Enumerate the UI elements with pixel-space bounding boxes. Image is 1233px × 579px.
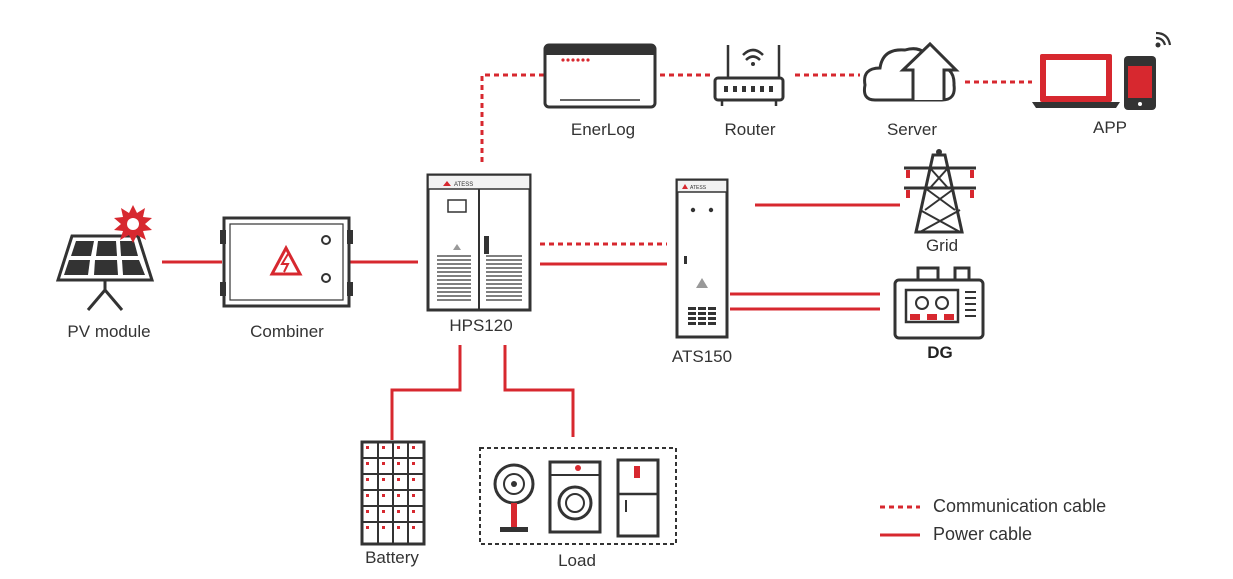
sun-burst-icon — [114, 205, 152, 243]
server-label: Server — [886, 120, 938, 139]
hps120-cabinet-icon: ATESS — [426, 173, 532, 312]
load-label: Load — [558, 551, 596, 570]
hps-vent-left — [437, 255, 471, 301]
legend-power-label: Power cable — [933, 524, 1033, 544]
grid-label: Grid — [925, 236, 959, 255]
combiner-icon — [220, 216, 353, 308]
washing-machine-icon — [548, 460, 602, 534]
hps-brand-text: ATESS — [454, 182, 473, 188]
router-icon — [713, 45, 785, 106]
combiner-label: Combiner — [250, 322, 324, 341]
pv-module-icon — [55, 234, 155, 311]
hps-load-cable — [503, 345, 575, 437]
generator-icon — [893, 266, 985, 340]
high-voltage-warning-icon — [269, 244, 303, 276]
battery-rack-icon — [360, 440, 426, 546]
grid-tower-icon — [904, 149, 976, 234]
ats-vent — [688, 307, 716, 325]
enerlog-device-icon — [543, 43, 657, 109]
ats-brand-text: ATESS — [690, 185, 707, 191]
power-cables — [162, 203, 900, 440]
router-label: Router — [724, 120, 776, 139]
refrigerator-icon — [616, 458, 660, 538]
ats150-cabinet-icon: ATESS — [675, 178, 729, 339]
ats150-label: ATS150 — [671, 347, 733, 366]
wifi-signal-icon — [742, 48, 764, 61]
battery-label: Battery — [365, 548, 419, 567]
legend-communication-label: Communication cable — [933, 496, 1107, 516]
communication-cables — [480, 73, 1032, 246]
enerlog-label: EnerLog — [570, 120, 636, 139]
dg-label: DG — [927, 343, 953, 362]
hps-vent-right — [486, 255, 522, 301]
fan-icon — [493, 463, 535, 532]
upload-arrow-icon — [899, 41, 960, 100]
hps-battery-cable — [390, 345, 462, 440]
hps120-label: HPS120 — [449, 316, 513, 335]
legend — [880, 505, 920, 537]
app-label: APP — [1092, 118, 1128, 137]
cloud-server-icon — [863, 41, 960, 102]
laptop-icon — [1032, 54, 1120, 108]
load-group-icon — [479, 447, 677, 545]
hps-enerlog-comm — [480, 73, 545, 162]
wifi-broadcast-icon — [1155, 31, 1172, 48]
pv-module-label: PV module — [67, 322, 151, 341]
phone-icon — [1124, 56, 1156, 110]
